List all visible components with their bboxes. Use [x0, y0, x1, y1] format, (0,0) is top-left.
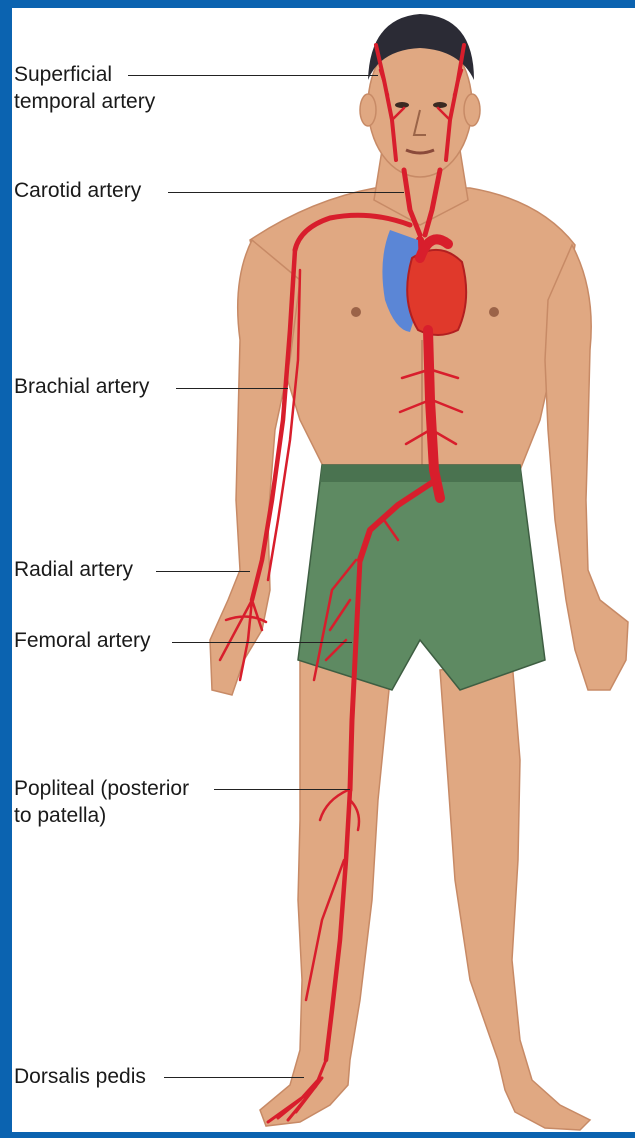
left-eye [433, 102, 447, 108]
label-superficial-temporal-line1: Superficial [14, 62, 112, 88]
leader-femoral [172, 642, 352, 643]
label-superficial-temporal-line2: temporal artery [14, 89, 155, 115]
right-ear [360, 94, 376, 126]
leader-dorsalis-pedis [164, 1077, 304, 1078]
leader-superficial-temporal [128, 75, 378, 76]
leader-carotid [168, 192, 404, 193]
leader-brachial [176, 388, 288, 389]
label-carotid-artery: Carotid artery [14, 178, 141, 204]
left-ear [464, 94, 480, 126]
shorts [298, 465, 545, 690]
right-eye [395, 102, 409, 108]
shorts-waistband [320, 465, 522, 482]
heart-main [407, 250, 466, 335]
body-figure [210, 14, 628, 1130]
label-femoral-artery: Femoral artery [14, 628, 151, 654]
label-dorsalis-pedis: Dorsalis pedis [14, 1064, 146, 1090]
left-arm [545, 245, 628, 690]
left-nipple [489, 307, 499, 317]
label-radial-artery: Radial artery [14, 557, 133, 583]
leader-popliteal [214, 789, 350, 790]
leader-radial [156, 571, 250, 572]
right-nipple [351, 307, 361, 317]
label-popliteal-line1: Popliteal (posterior [14, 776, 189, 802]
label-popliteal-line2: to patella) [14, 803, 106, 829]
left-leg [440, 660, 590, 1130]
label-brachial-artery: Brachial artery [14, 374, 149, 400]
